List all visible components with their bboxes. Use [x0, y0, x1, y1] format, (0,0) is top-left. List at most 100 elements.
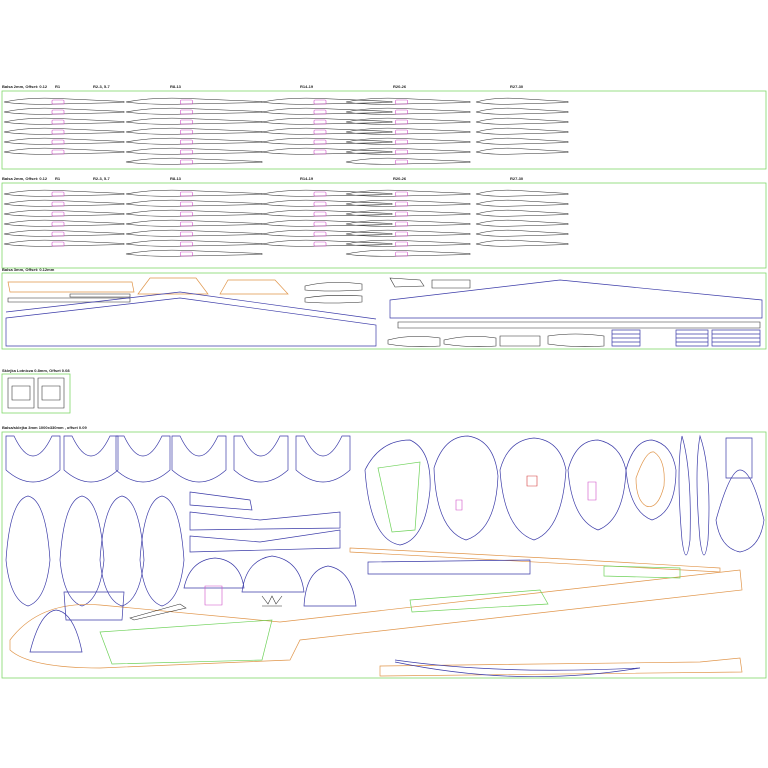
cutout: [204, 585, 223, 606]
wing-rib: [125, 107, 263, 115]
rib-lightening-hole: [313, 221, 327, 227]
wing-rib: [345, 219, 471, 227]
sheet-title: Sklejka Lotnicza 0.8mm, Offset 0.08: [2, 368, 70, 373]
rib-lightening-hole: [395, 129, 408, 135]
wing-rib: [125, 189, 263, 197]
orange-fin: [219, 279, 289, 295]
green-strip: [603, 565, 681, 579]
sheet-frame: [1, 373, 71, 414]
longeron: [349, 547, 721, 573]
bulkhead: [29, 609, 83, 653]
rib-lightening-hole: [51, 191, 65, 197]
wing-rib: [345, 137, 471, 145]
rib-lightening-hole: [395, 119, 408, 125]
u-former: [233, 435, 289, 483]
column-label: R14-19: [300, 84, 314, 89]
wing-rib: [475, 117, 569, 125]
small-part: [389, 277, 425, 288]
rib-lightening-hole: [395, 149, 408, 155]
rib-lightening-hole: [313, 149, 327, 155]
small-blade: [129, 603, 187, 621]
wing-spar-left: [5, 297, 377, 347]
wing-rib: [3, 239, 125, 247]
small-blade: [304, 282, 363, 292]
navy-block: [711, 329, 761, 347]
navy-block: [675, 329, 709, 347]
cutout: [526, 475, 538, 487]
egg-inset: [377, 461, 421, 533]
wing-rib: [125, 239, 263, 247]
column-label: R27-30: [510, 176, 524, 181]
oval-former: [5, 495, 51, 607]
column-label: R8-13: [170, 84, 182, 89]
wing-rib: [475, 229, 569, 237]
wing-rib: [261, 189, 393, 197]
u-former: [115, 435, 171, 483]
rib-lightening-hole: [395, 251, 408, 257]
small-part: [499, 335, 541, 347]
wing-rib: [3, 97, 125, 105]
egg-former: [364, 439, 431, 546]
orange-fin: [137, 277, 209, 295]
wing-rib: [3, 107, 125, 115]
former-tab: [725, 437, 753, 479]
wing-rib: [261, 117, 393, 125]
spar-line: [5, 291, 377, 320]
navy-strip: [367, 559, 531, 575]
rib-lightening-hole: [51, 119, 65, 125]
wing-rib: [475, 107, 569, 115]
rib-lightening-hole: [51, 201, 65, 207]
navy-block: [611, 329, 641, 347]
rib-lightening-hole: [313, 109, 327, 115]
wing-rib: [3, 147, 125, 155]
wing-rib: [345, 189, 471, 197]
rib-lightening-hole: [51, 139, 65, 145]
former-group: [5, 435, 351, 607]
small-blade: [387, 336, 441, 347]
wing-rib: [125, 117, 263, 125]
rib-sheet-2: Balsa 2mm, Offset: 0.12 R1 R2-3, 5-7 R8-…: [1, 176, 767, 269]
wing-rib: [345, 117, 471, 125]
wing-rib: [125, 249, 263, 257]
rib-lightening-hole: [395, 231, 408, 237]
rib-lightening-hole: [395, 201, 408, 207]
wing-rib: [261, 229, 393, 237]
fuselage-sheet: Balsa/sklejka 3mm 1000x330mm , offset 0.…: [1, 425, 767, 679]
egg-former: [567, 439, 627, 531]
wing-rib: [475, 137, 569, 145]
column-label: R14-19: [300, 176, 314, 181]
rib-lightening-hole: [180, 191, 193, 197]
wing-rib: [261, 127, 393, 135]
rib-lightening-hole: [51, 211, 65, 217]
rib-lightening-hole: [313, 241, 327, 247]
wing-rib: [475, 189, 569, 197]
wing-rib: [125, 219, 263, 227]
rib-lightening-hole: [395, 159, 408, 165]
wing-rib: [261, 147, 393, 155]
bulkhead: [183, 557, 245, 589]
oval-former: [59, 495, 105, 607]
rib-lightening-hole: [395, 241, 408, 247]
rib-lightening-hole: [395, 99, 408, 105]
rib-lightening-hole: [180, 129, 193, 135]
rib-group: [3, 189, 569, 257]
wing-rib: [345, 199, 471, 207]
wing-rib: [345, 107, 471, 115]
oval-former: [139, 495, 185, 607]
wing-rib: [345, 249, 471, 257]
wing-rib: [125, 199, 263, 207]
column-label: R2-3, 5-7: [93, 84, 110, 89]
rib-lightening-hole: [180, 99, 193, 105]
egg-former: [625, 439, 677, 521]
egg-former: [499, 437, 567, 541]
tall-former: [696, 434, 710, 556]
column-label: R8-13: [170, 176, 182, 181]
small-blade: [443, 336, 497, 347]
spar-sheet: Balsa 3mm, Offset: 0.12mm: [1, 267, 767, 350]
rib-lightening-hole: [313, 99, 327, 105]
plywood-plate: [7, 377, 35, 409]
rib-lightening-hole: [51, 221, 65, 227]
rib-lightening-hole: [395, 139, 408, 145]
rib-lightening-hole: [180, 211, 193, 217]
